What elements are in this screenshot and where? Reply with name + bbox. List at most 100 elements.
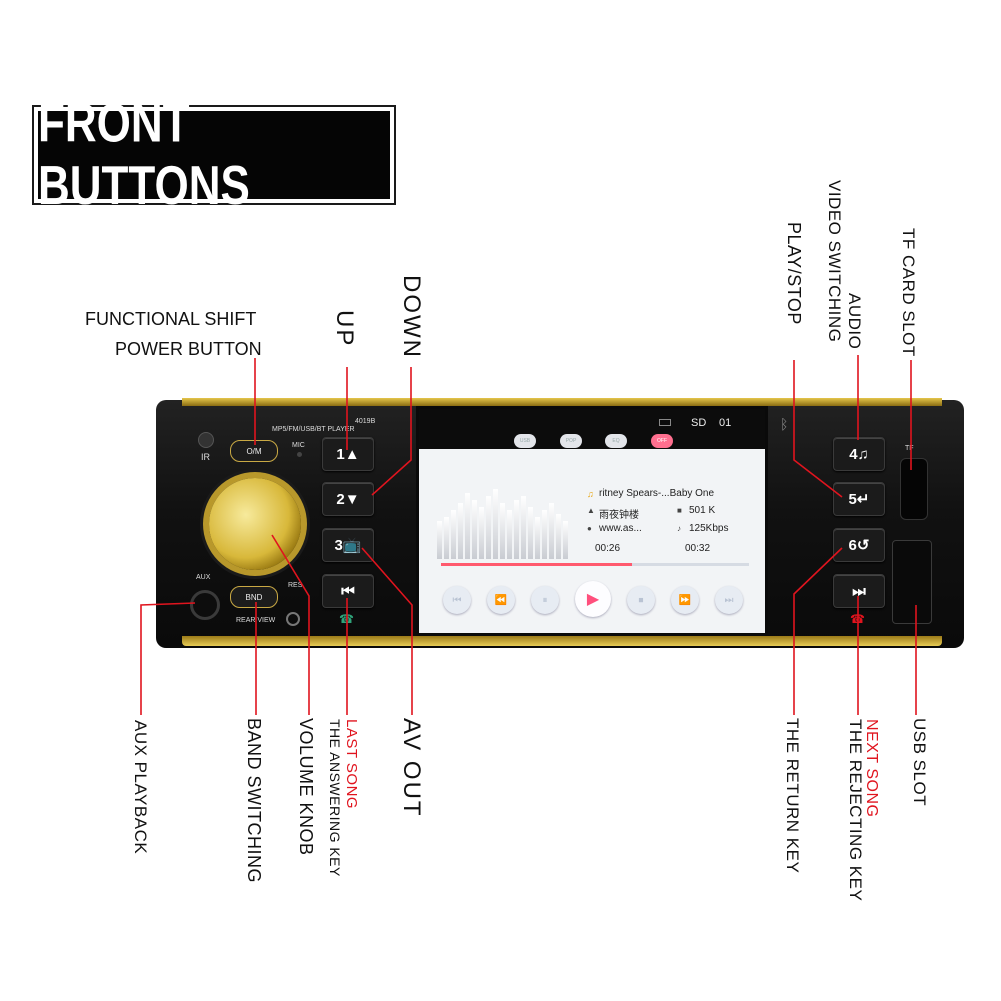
button-previous[interactable]: ⏮ xyxy=(322,574,374,608)
file-size-icon: ■ xyxy=(677,506,682,515)
eq-bar xyxy=(563,520,568,559)
label-video-switching: VIDEO SWITCHING xyxy=(825,180,844,343)
ctrl-pause-icon[interactable]: ⏸ xyxy=(531,586,559,614)
eq-bar xyxy=(444,517,449,559)
label-tf-card-slot: TF CARD SLOT xyxy=(899,228,918,357)
line-return xyxy=(793,547,843,715)
page-title-text: FRONT BUTTONS xyxy=(38,92,250,217)
model-number: 4019B xyxy=(355,418,376,425)
label-usb-slot: USB SLOT xyxy=(910,718,929,807)
ctrl-stop-icon[interactable]: ⏹ xyxy=(627,586,655,614)
line-aux xyxy=(140,602,196,715)
player-subtitle: MP5/FM/USB/BT PLAYER xyxy=(272,426,355,433)
progress-track[interactable] xyxy=(441,563,749,566)
volume-knob[interactable] xyxy=(209,478,301,570)
page-title: FRONT BUTTONS xyxy=(38,93,390,216)
eq-bar xyxy=(528,506,533,559)
label-up: UP xyxy=(331,310,358,348)
line-av-out xyxy=(361,547,413,715)
label-power-button: POWER BUTTON xyxy=(115,339,262,359)
eq-bar xyxy=(507,510,512,559)
power-mode-button[interactable]: O/M xyxy=(230,440,278,462)
label-down: DOWN xyxy=(398,275,425,359)
status-source: SD xyxy=(691,417,707,429)
eq-bar xyxy=(493,489,498,559)
ctrl-first-icon[interactable]: ⏮ xyxy=(443,586,471,614)
label-return-key: THE RETURN KEY xyxy=(783,718,802,874)
label-play-stop: PLAY/STOP xyxy=(784,222,804,325)
label-volume-knob: VOLUME KNOB xyxy=(296,718,316,856)
time-elapsed: 00:26 xyxy=(595,543,621,554)
label-aux-playback: AUX PLAYBACK xyxy=(131,720,150,855)
ctrl-last-icon[interactable]: ⏭ xyxy=(715,586,743,614)
ctrl-forward-icon[interactable]: ⏩ xyxy=(671,586,699,614)
usb-slot[interactable] xyxy=(892,540,932,624)
eq-bar xyxy=(451,510,456,559)
button-4-audio[interactable]: 4♫ xyxy=(833,437,885,471)
eq-bar xyxy=(472,499,477,559)
chip-off[interactable]: OFF xyxy=(651,434,673,448)
status-track: 01 xyxy=(719,417,732,429)
label-answering-key: THE ANSWERING KEY xyxy=(327,719,343,877)
button-6-return[interactable]: 6↺ xyxy=(833,528,885,562)
eq-bar xyxy=(556,513,561,559)
note-icon: ♫ xyxy=(587,489,594,499)
eq-bar xyxy=(514,499,519,559)
eq-bar xyxy=(437,520,442,559)
ir-label: IR xyxy=(201,452,210,462)
title-badge: FRONT BUTTONS xyxy=(32,93,396,216)
gold-trim-top xyxy=(182,398,942,406)
bitrate: 125Kbps xyxy=(689,523,729,534)
label-band-switching: BAND SWITCHING xyxy=(244,718,264,884)
mic-label: MIC xyxy=(292,442,305,449)
ir-sensor-icon xyxy=(198,432,214,448)
progress-fill xyxy=(441,563,632,566)
tf-card-slot[interactable] xyxy=(900,458,928,520)
eq-bar xyxy=(465,492,470,559)
site-text: www.as... xyxy=(599,523,642,534)
eq-bar xyxy=(479,506,484,559)
battery-icon xyxy=(659,419,671,426)
chip-usb[interactable]: USB xyxy=(514,434,536,448)
eq-bar xyxy=(458,503,463,559)
aux-jack[interactable] xyxy=(190,590,220,620)
label-last-song: LAST SONG xyxy=(343,719,360,810)
button-1-up[interactable]: 1▲ xyxy=(322,437,374,471)
song-subtitle: 雨夜钟楼 xyxy=(599,510,639,521)
button-2-down[interactable]: 2▼ xyxy=(322,482,374,516)
song-title: ritney Spears-...Baby One xyxy=(599,488,715,499)
button-next[interactable]: ⏭ xyxy=(833,574,885,608)
label-rejecting-key: THE REJECTING KEY xyxy=(846,719,865,902)
tf-label: TF xyxy=(905,445,914,452)
bitrate-icon: ♪ xyxy=(677,524,681,533)
chip-eq[interactable]: EQ xyxy=(605,434,627,448)
ctrl-rewind-icon[interactable]: ⏪ xyxy=(487,586,515,614)
display-screen: SD 01 USB POP EQ OFF ♫ ritney Spears-...… xyxy=(416,406,768,636)
eq-bar xyxy=(542,510,547,559)
line-play-stop xyxy=(793,360,843,498)
band-button[interactable]: BND xyxy=(230,586,278,608)
eq-bar xyxy=(549,503,554,559)
eq-bar xyxy=(486,496,491,559)
aux-label: AUX xyxy=(196,574,211,581)
eq-bar xyxy=(500,503,505,559)
bluetooth-icon: ᛒ xyxy=(780,416,789,432)
label-audio: AUDIO xyxy=(845,293,864,350)
web-icon: ● xyxy=(587,524,592,533)
ctrl-play-icon[interactable]: ▶ xyxy=(575,581,611,617)
time-total: 00:32 xyxy=(685,543,711,554)
line-volume xyxy=(271,534,310,715)
reset-label: RES xyxy=(288,582,303,589)
chip-pop[interactable]: POP xyxy=(560,434,582,448)
equalizer-visualizer xyxy=(437,489,568,559)
label-av-out: AV OUT xyxy=(398,718,425,818)
button-5-play[interactable]: 5↵ xyxy=(833,482,885,516)
mic-hole-icon xyxy=(297,452,302,457)
line-down xyxy=(371,367,412,496)
label-next-song: NEXT SONG xyxy=(863,719,880,818)
eq-bar xyxy=(521,496,526,559)
button-3-av[interactable]: 3📺 xyxy=(322,528,374,562)
eq-bar xyxy=(535,517,540,559)
file-size: 501 K xyxy=(689,505,716,516)
